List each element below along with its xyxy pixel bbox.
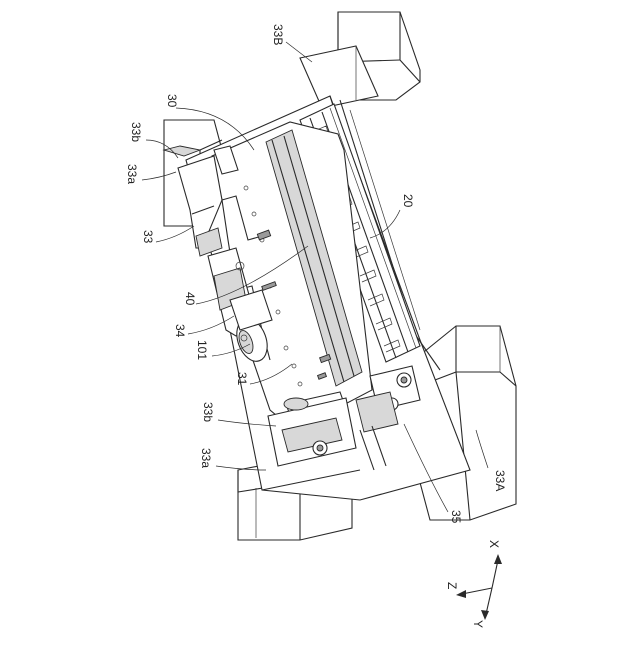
axis-label-z: Z bbox=[445, 582, 459, 589]
end-block-33B bbox=[300, 12, 420, 108]
label-31: 31 bbox=[235, 372, 249, 386]
label-33b-top: 33b bbox=[129, 122, 143, 142]
axis-indicator: X Z Y bbox=[445, 540, 502, 628]
leader-33 bbox=[156, 226, 194, 242]
label-33A: 33A bbox=[493, 470, 507, 491]
x-axis-arrow bbox=[492, 560, 498, 588]
leader-33B bbox=[286, 42, 312, 62]
y-axis-arrow bbox=[486, 588, 492, 614]
label-33a-bottom: 33a bbox=[199, 448, 213, 468]
label-33B: 33B bbox=[271, 24, 285, 45]
label-30: 30 bbox=[165, 94, 179, 108]
label-33a-top: 33a bbox=[125, 164, 139, 184]
axis-label-y: Y bbox=[471, 620, 485, 628]
label-40: 40 bbox=[183, 292, 197, 306]
label-33b-bottom: 33b bbox=[201, 402, 215, 422]
z-axis-arrow bbox=[462, 588, 492, 594]
x-arrowhead bbox=[494, 554, 502, 564]
label-33: 33 bbox=[141, 230, 155, 244]
label-20: 20 bbox=[401, 194, 415, 208]
axis-label-x: X bbox=[487, 540, 501, 548]
label-35: 35 bbox=[449, 510, 463, 524]
y-arrowhead bbox=[481, 610, 489, 620]
z-arrowhead bbox=[456, 590, 466, 598]
label-34: 34 bbox=[173, 324, 187, 338]
label-101: 101 bbox=[195, 340, 209, 360]
